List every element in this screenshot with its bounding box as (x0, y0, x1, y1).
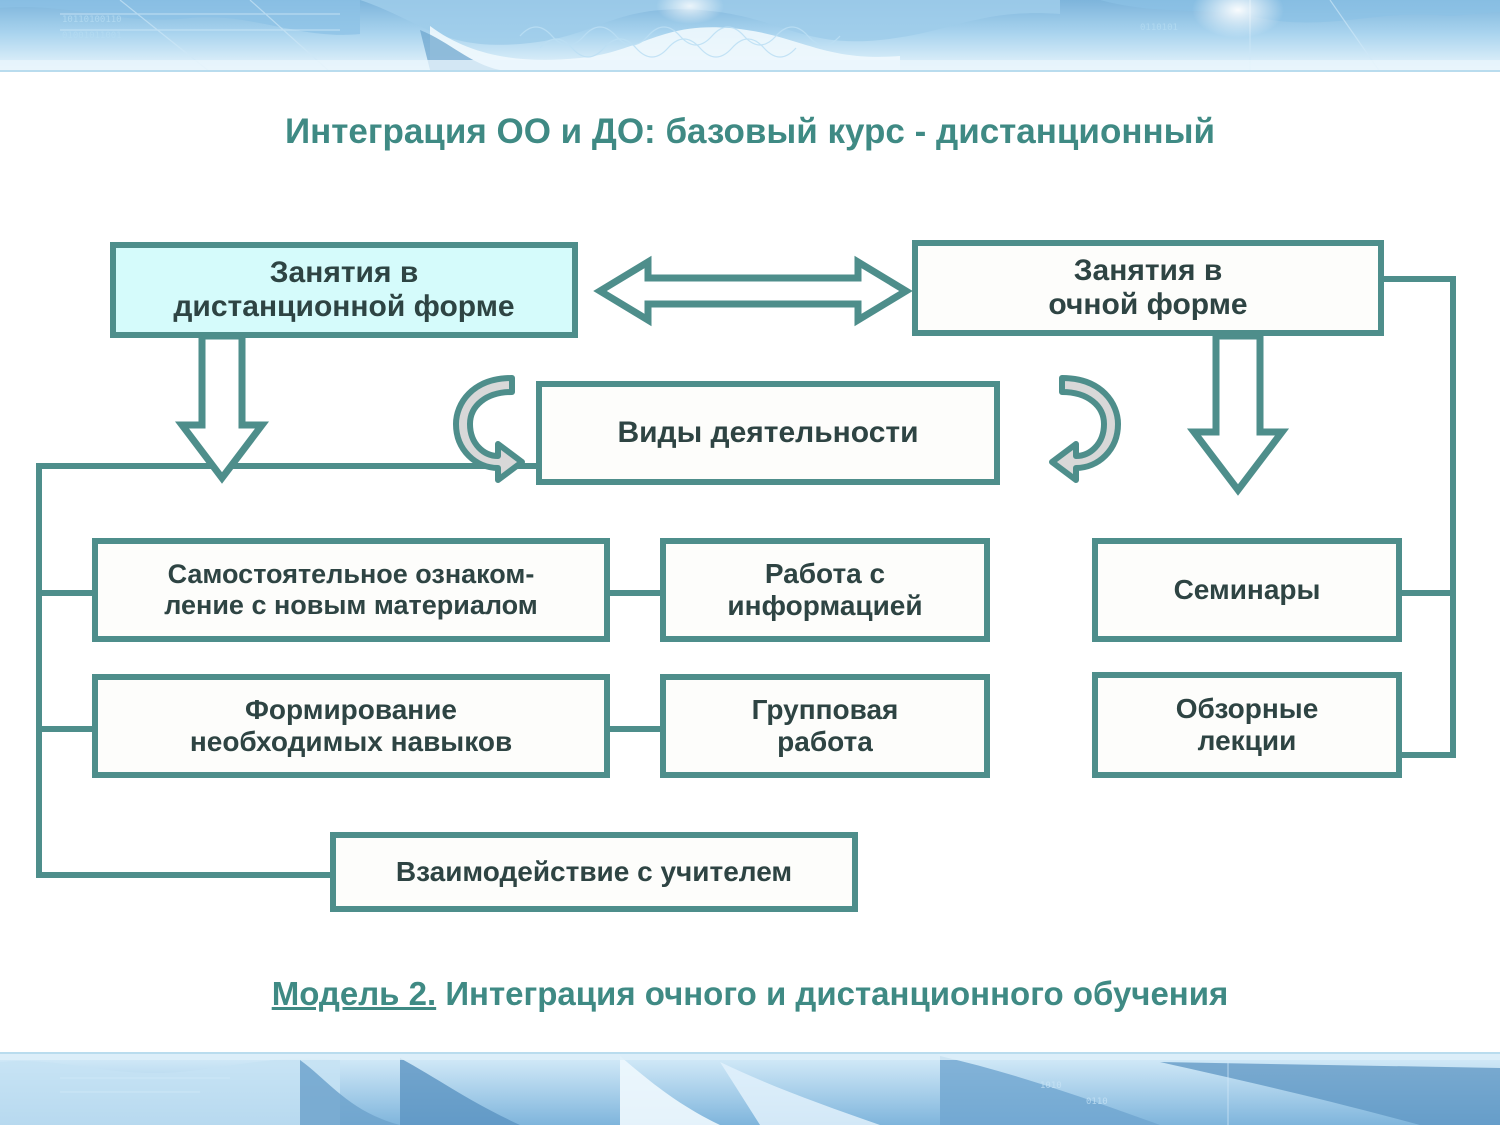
box-self-study-label: Самостоятельное ознаком- ление с новым м… (164, 559, 538, 620)
right-trunk-vertical (1450, 276, 1456, 758)
circular-loop-arrow-right (1049, 375, 1121, 483)
box-activity-types[interactable]: Виды деятельности (536, 381, 1000, 485)
box-skills-formation[interactable]: Формирование необходимых навыков (92, 674, 610, 778)
box-work-with-information-label: Работа с информацией (727, 558, 923, 621)
right-branch-to-lectures (1396, 752, 1456, 758)
page-title: Интеграция ОО и ДО: базовый курс - диста… (284, 112, 1216, 151)
banner-bottom-divider (0, 1052, 1500, 1054)
box-skills-formation-label: Формирование необходимых навыков (189, 694, 513, 757)
bottom-decorative-banner: 1010 0110 (0, 1052, 1500, 1125)
double-headed-horizontal-arrow (593, 255, 913, 327)
box-group-work-label: Групповая работа (751, 694, 899, 757)
svg-text:10110100110: 10110100110 (62, 15, 122, 25)
box-teacher-interaction[interactable]: Взаимодействие с учителем (330, 832, 858, 912)
right-branch-to-seminars (1396, 590, 1456, 596)
right-trunk-top-segment (1381, 276, 1456, 282)
box-seminars-label: Семинары (1173, 574, 1321, 606)
connector-box1-to-midbox1 (604, 590, 668, 596)
svg-text:01001011001: 01001011001 (62, 31, 122, 41)
box-distance-lessons-label: Занятия в дистанционной форме (173, 255, 515, 323)
caption-rest: Интеграция очного и дистанционного обуче… (436, 975, 1229, 1012)
banner-top-divider (0, 70, 1500, 72)
svg-text:1010: 1010 (1040, 1081, 1062, 1091)
left-trunk-top-segment (36, 463, 546, 469)
connector-box2-to-midbox2 (604, 726, 668, 732)
banner-bottom-graphic: 1010 0110 (0, 1052, 1500, 1125)
box-overview-lectures[interactable]: Обзорные лекции (1092, 672, 1402, 778)
svg-text:0110: 0110 (1086, 1097, 1108, 1107)
box-overview-lectures-label: Обзорные лекции (1175, 693, 1319, 756)
left-trunk-vertical (36, 463, 42, 878)
box-distance-lessons[interactable]: Занятия в дистанционной форме (110, 242, 578, 338)
left-branch-to-bottom-box (36, 872, 336, 878)
caption-model-label: Модель 2. (271, 975, 437, 1012)
slide-caption: Модель 2. Интеграция очного и дистанцион… (0, 975, 1500, 1013)
left-branch-to-box1 (36, 590, 98, 596)
box-in-person-lessons-label: Занятия в очной форме (1048, 253, 1248, 321)
box-work-with-information[interactable]: Работа с информацией (660, 538, 990, 642)
box-self-study[interactable]: Самостоятельное ознаком- ление с новым м… (92, 538, 610, 642)
down-arrow-right (1186, 332, 1290, 496)
box-in-person-lessons[interactable]: Занятия в очной форме (912, 240, 1384, 336)
svg-text:0110101: 0110101 (1140, 23, 1178, 33)
box-teacher-interaction-label: Взаимодействие с учителем (395, 856, 793, 888)
down-arrow-left (174, 332, 270, 484)
box-group-work[interactable]: Групповая работа (660, 674, 990, 778)
box-seminars[interactable]: Семинары (1092, 538, 1402, 642)
banner-top-graphic: 10110100110 01001011001 0110101 (0, 0, 1500, 72)
left-branch-to-box2 (36, 726, 98, 732)
box-activity-types-label: Виды деятельности (617, 415, 919, 449)
top-decorative-banner: 10110100110 01001011001 0110101 (0, 0, 1500, 72)
